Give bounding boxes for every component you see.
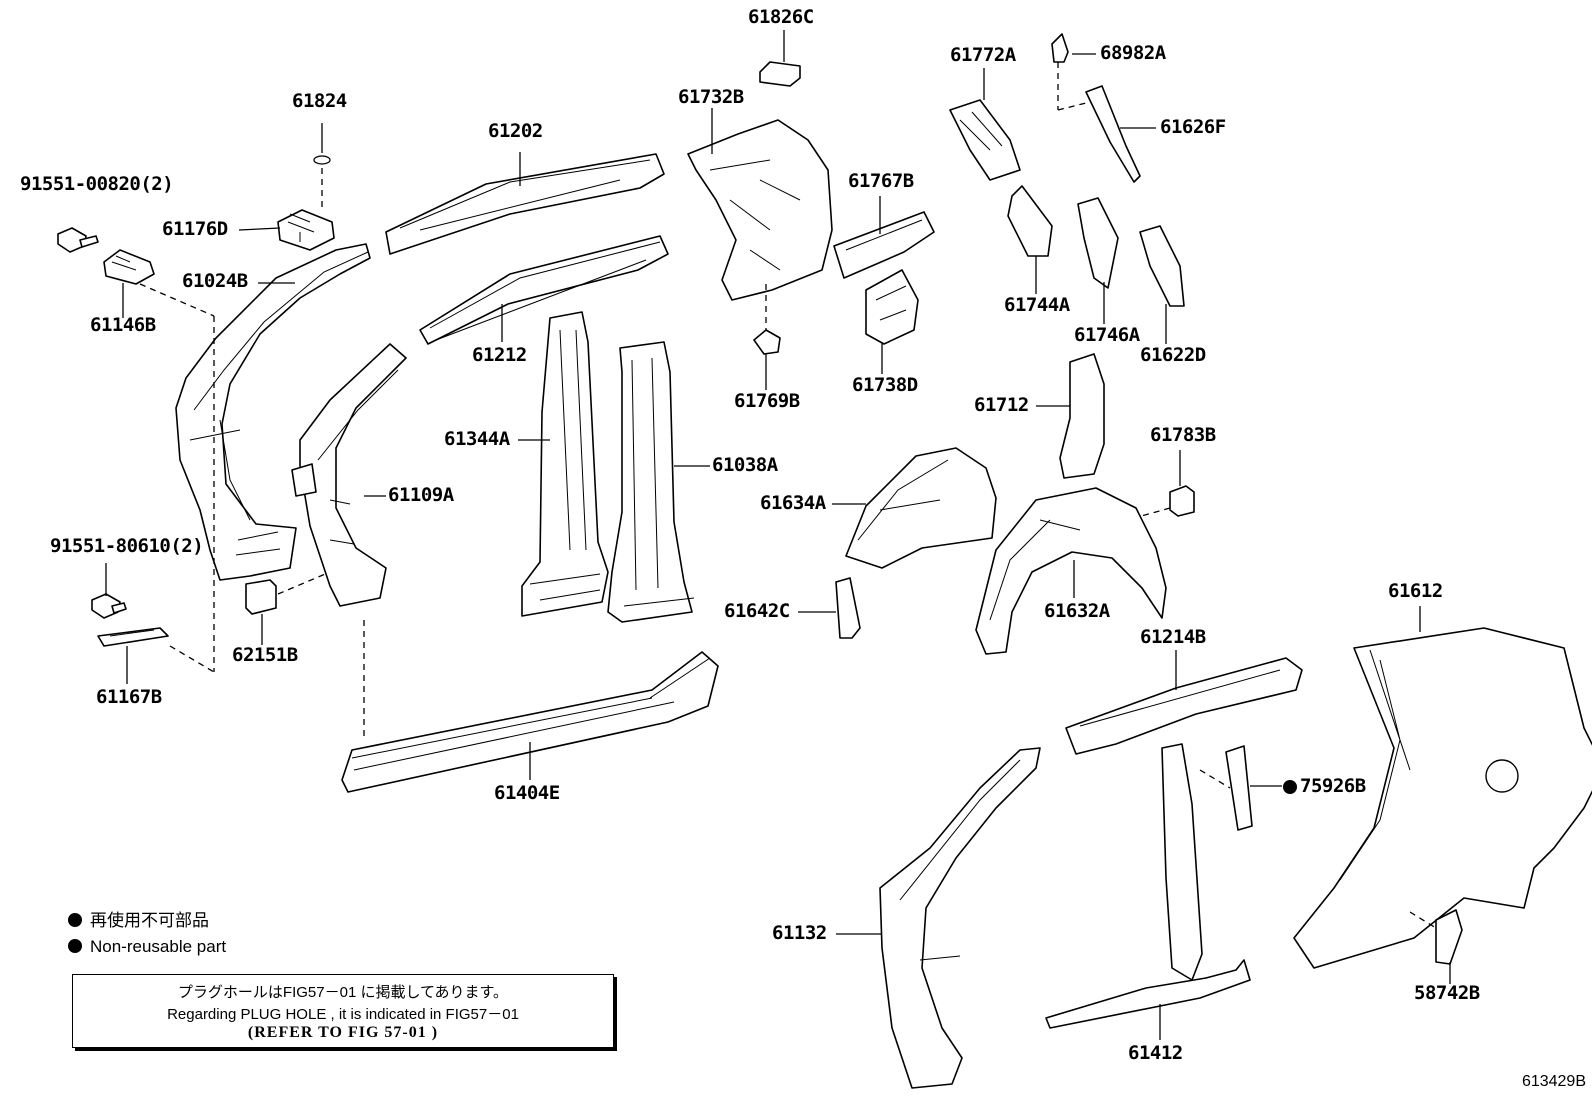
label-61109A[interactable]: 61109A [388, 484, 454, 506]
bracket-61767B[interactable] [833, 211, 935, 279]
label-91551-80610[interactable]: 91551-80610(2) [50, 535, 204, 557]
legend-en-text: Non-reusable part [90, 937, 227, 956]
label-61132[interactable]: 61132 [772, 922, 827, 944]
plug-hole-note: プラグホールはFIG57－01 に掲載してあります。 Regarding PLU… [72, 974, 614, 1048]
label-91551-00820[interactable]: 91551-00820(2) [20, 173, 174, 195]
block-61783B[interactable] [1169, 485, 1195, 517]
legend-jp: 再使用不可部品 [68, 912, 209, 929]
label-61642C[interactable]: 61642C [724, 600, 790, 622]
plate-58742B[interactable] [1435, 909, 1463, 965]
label-61214B[interactable]: 61214B [1140, 626, 1206, 648]
bracket-61176D[interactable] [277, 209, 335, 251]
bracket-61738D[interactable] [865, 269, 919, 345]
legend-en: Non-reusable part [68, 938, 226, 955]
bullet-icon [68, 913, 82, 927]
label-61404E[interactable]: 61404E [494, 782, 560, 804]
label-61146B[interactable]: 61146B [90, 314, 156, 336]
note-refer-link[interactable]: (REFER TO FIG 57-01 ) [247, 1024, 439, 1041]
label-61212[interactable]: 61212 [472, 344, 527, 366]
label-68982A[interactable]: 68982A [1100, 42, 1166, 64]
label-61746A[interactable]: 61746A [1074, 324, 1140, 346]
panel-61746A[interactable] [1077, 197, 1119, 289]
plug-61824[interactable] [313, 155, 331, 165]
rail-61212[interactable] [419, 235, 669, 345]
bracket-61146B[interactable] [103, 249, 155, 285]
note-line-jp: プラグホールはFIG57－01 に掲載してあります。 [177, 984, 509, 1001]
body-side-61132[interactable] [879, 747, 1041, 1089]
label-58742B[interactable]: 58742B [1414, 982, 1480, 1004]
pillar-61038A[interactable] [607, 341, 695, 623]
label-75926B[interactable]: 75926B [1300, 775, 1366, 797]
label-61772A[interactable]: 61772A [950, 44, 1016, 66]
label-61167B[interactable]: 61167B [96, 686, 162, 708]
figure-number: 613429B [1521, 1073, 1586, 1090]
brace-61712[interactable] [1059, 353, 1105, 479]
non-reusable-bullet [1283, 780, 1297, 794]
label-61732B[interactable]: 61732B [678, 86, 744, 108]
pillar-61024B[interactable] [175, 243, 371, 581]
bolt-91551-80610[interactable] [91, 593, 127, 619]
pillar-61109A[interactable] [291, 343, 407, 607]
block-61826C[interactable] [759, 61, 801, 87]
brace-61626F[interactable] [1085, 85, 1141, 183]
rail-61214B[interactable] [1065, 657, 1303, 755]
quarter-panel-61612[interactable] [1293, 627, 1592, 969]
bracket-61772A[interactable] [949, 99, 1021, 181]
rail-61202[interactable] [385, 153, 665, 255]
label-61712[interactable]: 61712 [974, 394, 1029, 416]
wheelhouse-61634A[interactable] [845, 447, 997, 569]
label-62151B[interactable]: 62151B [232, 644, 298, 666]
label-61626F[interactable]: 61626F [1160, 116, 1226, 138]
label-61632A[interactable]: 61632A [1044, 600, 1110, 622]
label-61824[interactable]: 61824 [292, 90, 347, 112]
block-62151B[interactable] [245, 579, 277, 615]
label-61024B[interactable]: 61024B [182, 270, 248, 292]
rocker-61404E[interactable] [341, 651, 719, 793]
bullet-icon [68, 939, 82, 953]
pillar-61344A[interactable] [521, 311, 609, 617]
gusset-61744A[interactable] [1007, 185, 1053, 257]
bracket-61167B[interactable] [97, 627, 169, 647]
label-61344A[interactable]: 61344A [444, 428, 510, 450]
rocker-61412[interactable] [1045, 743, 1251, 1029]
bracket-61642C[interactable] [835, 577, 861, 639]
legend-jp-text: 再使用不可部品 [90, 911, 209, 930]
label-61634A[interactable]: 61634A [760, 492, 826, 514]
label-61744A[interactable]: 61744A [1004, 294, 1070, 316]
clip-61769B[interactable] [753, 329, 781, 355]
label-61769B[interactable]: 61769B [734, 390, 800, 412]
wheelhouse-61632A[interactable] [975, 487, 1167, 655]
label-61767B[interactable]: 61767B [848, 170, 914, 192]
label-61826C[interactable]: 61826C [748, 6, 814, 28]
label-61412[interactable]: 61412 [1128, 1042, 1183, 1064]
label-61783B[interactable]: 61783B [1150, 424, 1216, 446]
label-61176D[interactable]: 61176D [162, 218, 228, 240]
strip-75926B[interactable] [1225, 745, 1253, 831]
panel-61732B[interactable] [687, 119, 833, 301]
label-61038A[interactable]: 61038A [712, 454, 778, 476]
label-61622D[interactable]: 61622D [1140, 344, 1206, 366]
clip-68982A[interactable] [1051, 33, 1069, 63]
label-61738D[interactable]: 61738D [852, 374, 918, 396]
label-61202[interactable]: 61202 [488, 120, 543, 142]
panel-61622D[interactable] [1139, 225, 1185, 307]
note-line-en: Regarding PLUG HOLE , it is indicated in… [167, 1006, 519, 1023]
bolt-91551-00820[interactable] [57, 227, 99, 253]
label-61612[interactable]: 61612 [1388, 580, 1443, 602]
